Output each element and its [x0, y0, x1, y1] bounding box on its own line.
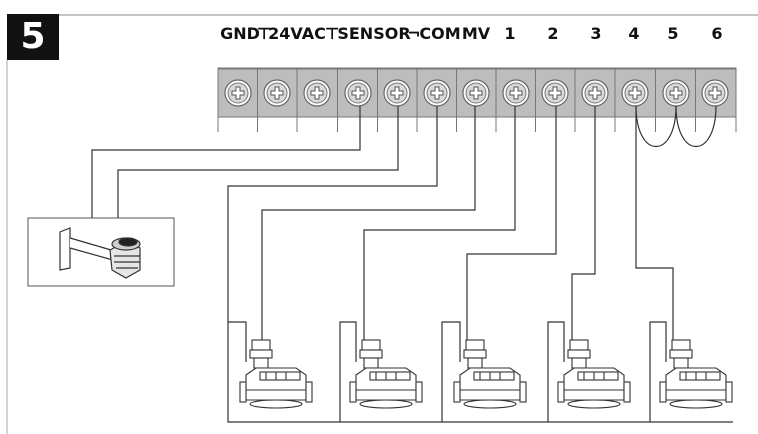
- step-number-badge: 5: [7, 14, 59, 60]
- terminal-label: 2: [547, 24, 559, 43]
- wire-com-v3: [441, 321, 461, 422]
- terminal-label: COM: [419, 24, 461, 43]
- solenoid-valve-icon: [659, 339, 733, 409]
- screw-terminal-icon[interactable]: [344, 79, 372, 107]
- rain-sensor: [27, 217, 175, 287]
- screw-terminal-icon[interactable]: [303, 79, 331, 107]
- terminal-label: 4: [628, 24, 640, 43]
- wire-station-4: [635, 106, 674, 340]
- terminal-label: ⊤: [256, 24, 272, 43]
- wire-station-1: [363, 106, 516, 340]
- terminal-label: 24VAC: [268, 24, 326, 43]
- screw-terminal-icon[interactable]: [621, 79, 649, 107]
- wire-sensor-a: [91, 106, 361, 220]
- screw-terminal-icon[interactable]: [502, 79, 530, 107]
- terminal-label: 6: [711, 24, 723, 43]
- wire-station-2: [466, 106, 557, 340]
- valves: [239, 339, 733, 409]
- wire-com-v5: [649, 321, 667, 422]
- terminal-label: ¬: [407, 24, 421, 43]
- terminal-label: 1: [504, 24, 516, 43]
- terminal-strip: [217, 67, 737, 132]
- terminal-label: GND: [220, 24, 260, 43]
- screw-terminal-icon[interactable]: [383, 79, 411, 107]
- screw-terminal-icon[interactable]: [224, 79, 252, 107]
- terminal-label: 5: [667, 24, 679, 43]
- wire-com-v2: [339, 321, 357, 422]
- solenoid-valve-icon: [557, 339, 631, 409]
- wire-com-v4: [547, 321, 565, 422]
- screw-terminal-icon[interactable]: [423, 79, 451, 107]
- wire-com-v1: [228, 321, 247, 362]
- wire-com: [227, 106, 733, 423]
- jumper-5-6: [675, 105, 717, 147]
- rain-sensor-icon: [59, 227, 141, 279]
- wire-sensor-b: [117, 106, 399, 220]
- terminal-label: ⊤: [324, 24, 340, 43]
- screw-terminal-icon[interactable]: [541, 79, 569, 107]
- screw-terminal-icon[interactable]: [701, 79, 729, 107]
- wire-mv: [261, 106, 476, 340]
- screw-terminal-icon[interactable]: [662, 79, 690, 107]
- solenoid-valve-icon: [239, 339, 313, 409]
- screw-terminal-icon[interactable]: [462, 79, 490, 107]
- screw-terminal-icon[interactable]: [581, 79, 609, 107]
- terminal-label: 3: [590, 24, 602, 43]
- solenoid-valve-icon: [453, 339, 527, 409]
- solenoid-valve-icon: [349, 339, 423, 409]
- screw-terminal-icon[interactable]: [263, 79, 291, 107]
- jumper-4-5: [635, 105, 677, 147]
- terminal-label: MV: [461, 24, 491, 43]
- terminal-label: SENSOR: [337, 24, 411, 43]
- wire-station-3: [571, 106, 596, 340]
